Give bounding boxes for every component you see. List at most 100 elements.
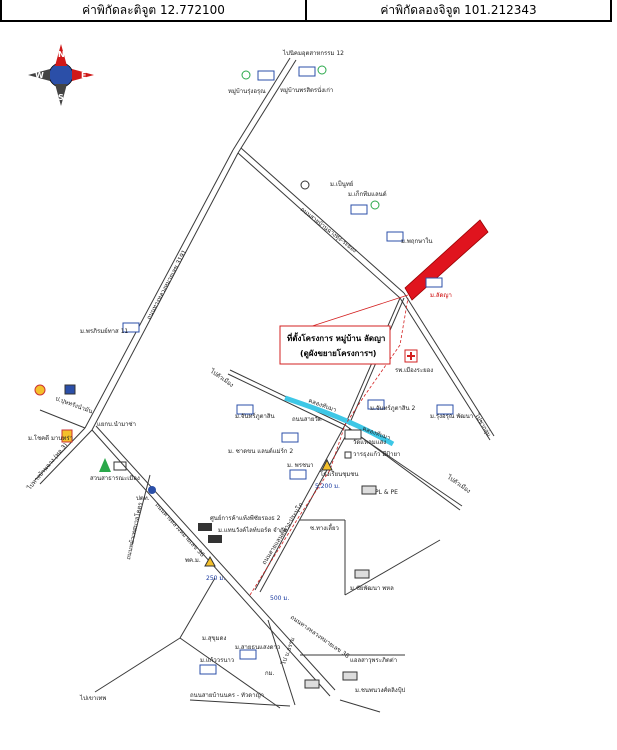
label-wat: วัดแหลมแสง bbox=[353, 439, 386, 446]
kiosk-icon bbox=[344, 429, 362, 440]
label-chinnaket: ม.จันทร์ภูตาสิน bbox=[235, 412, 275, 420]
map-labels: ไปนิคมอุตสาหกรรม 12 หมู่บ้านพรสิตรนั่งเก… bbox=[25, 49, 493, 702]
label-km: กม. bbox=[265, 670, 275, 677]
village-icon bbox=[236, 404, 254, 415]
label-school: โรงเรียนชุมชน bbox=[320, 470, 358, 478]
lower-road bbox=[179, 577, 216, 639]
road-marker-icon bbox=[300, 180, 310, 190]
label-kaew: วารธุงแก้ว มีป้ายา bbox=[353, 450, 400, 458]
canal-road-b bbox=[227, 373, 344, 430]
building-icon bbox=[208, 535, 222, 543]
longitude-cell: ค่าพิกัดลองจิจูต 101.212343 bbox=[305, 0, 610, 20]
village-icon bbox=[281, 432, 299, 443]
compass-rose: N S W E bbox=[28, 44, 94, 106]
label-dist1: 5,200 ม. bbox=[315, 483, 340, 490]
project-callout bbox=[279, 325, 391, 365]
label-village-3: หมู่บ้านพรสิตรนั่งเก่า bbox=[280, 86, 333, 94]
hwy36-b bbox=[95, 425, 336, 691]
label-moo-top2: ม.เก็กทีมแลนด์ bbox=[348, 189, 387, 198]
number-marker-icon bbox=[317, 65, 327, 75]
label-moo-kaew: ม.แก้ววรนาว bbox=[200, 657, 234, 664]
school-icon bbox=[321, 458, 333, 471]
shell-icon bbox=[34, 384, 46, 396]
label-diag-road: ถนนสายบ้านฉางทุ่ง-ระยอง bbox=[299, 206, 358, 254]
west-arrow-icon bbox=[28, 69, 50, 81]
building-icon bbox=[198, 523, 212, 531]
bench-icon bbox=[113, 461, 127, 471]
project-title: ที่ตั้งโครงการ หมู่บ้าน ลัดญา bbox=[287, 332, 385, 344]
gas-station-icon bbox=[64, 384, 76, 395]
project-site-area bbox=[404, 219, 489, 301]
compass-s: S bbox=[58, 93, 64, 102]
label-dist3: 500 ม. bbox=[270, 595, 289, 602]
label-moo-chai: ม.ชัยพัฒนา พหล bbox=[350, 585, 394, 592]
temple-road-b bbox=[259, 427, 351, 593]
label-intersection: แยกบ.นำมาซ่า bbox=[97, 421, 136, 428]
label-right: ไปชากลุ่ม bbox=[473, 411, 493, 438]
main-road-b bbox=[91, 152, 239, 431]
factory-icon bbox=[354, 569, 370, 579]
compass-w: W bbox=[35, 71, 44, 80]
lower-road-2 bbox=[179, 637, 281, 709]
shell-road bbox=[39, 409, 86, 429]
label-shell: ป.ปุษทรังนำมัน bbox=[54, 395, 93, 415]
label-site: ม.ลัดญา bbox=[430, 292, 452, 299]
village-icon bbox=[289, 469, 307, 480]
label-to-ban-chang: ไปทางบ้านฉาง (ทล.3) bbox=[25, 441, 70, 492]
label-dist-left: พค.ม. bbox=[185, 557, 201, 564]
number-marker-icon bbox=[241, 70, 251, 80]
village-icon bbox=[350, 204, 368, 215]
label-apartment1: ศูนย์การค้าแท้งพีซัยรองธ 2 bbox=[210, 514, 281, 522]
label-park: สวนสาธารณะเมือง bbox=[90, 474, 140, 482]
east-road-b bbox=[403, 292, 495, 437]
road-north-b bbox=[237, 59, 297, 154]
temple-road-a bbox=[254, 424, 346, 591]
label-left-road: ถนนหน้าเทศบาลโคตร bbox=[124, 501, 144, 560]
westside-road bbox=[131, 474, 151, 546]
left-road-a bbox=[34, 427, 86, 481]
village-icon bbox=[367, 399, 385, 410]
label-soi: ซ.ทางเลี้ยว bbox=[310, 522, 339, 532]
cross-icon bbox=[407, 352, 415, 360]
compass-n: N bbox=[58, 50, 65, 59]
compass-e: E bbox=[81, 71, 86, 80]
label-bldg-bottom: แอลสาวุพระภิตต่า bbox=[350, 657, 397, 664]
village-icon bbox=[199, 664, 217, 675]
label-chinnaket2: ม.จันทร์ภูตาสิน 2 bbox=[370, 404, 416, 412]
label-village-2: หมู่บ้านรุ่งอรุณ bbox=[228, 88, 266, 95]
label-road-ban: ถนนสายบ้านนคร - ทัวดาญ่า bbox=[190, 692, 264, 699]
bottom-right-road-2 bbox=[339, 699, 381, 713]
diag-road-a bbox=[237, 152, 401, 299]
label-to-bottom-left: ไปเขาเทพ bbox=[79, 694, 106, 702]
label-moo-top1: ม.เป็นูทย์ bbox=[330, 179, 353, 188]
label-main-road: ถนนทางหลวงหมายเลข 3191 bbox=[146, 249, 189, 321]
village-icon bbox=[122, 322, 140, 333]
temple-box-icon bbox=[344, 451, 352, 459]
label-bottom-road-r: ถนนทางหลวงหมายเลข 36 bbox=[289, 614, 351, 660]
label-to-right: ไปตัวเมือง bbox=[445, 473, 472, 495]
coordinate-header: ค่าพิกัดละติจูต 12.772100 ค่าพิกัดลองจิจ… bbox=[0, 0, 612, 22]
label-bldg-bottom2: ม.ชนพนวงศ์ตลิงปุ้ป bbox=[355, 686, 406, 694]
warning-icon bbox=[204, 555, 216, 567]
label-moo-bang: ม.พฤกษาใน bbox=[401, 237, 432, 245]
label-dist2: 250 ม. bbox=[206, 575, 225, 582]
globe-icon bbox=[48, 62, 74, 88]
ptt-icon bbox=[148, 486, 156, 494]
label-temple-road: ถนนสายวัด bbox=[292, 416, 322, 423]
tree-icon bbox=[99, 458, 111, 472]
east-arrow-icon bbox=[72, 69, 94, 81]
factory-icon bbox=[342, 671, 358, 681]
markers bbox=[34, 65, 454, 689]
route-line bbox=[249, 297, 409, 596]
label-to-left: ไปตัวเมือง bbox=[208, 367, 235, 389]
project-subtitle: (ดูผังขยายโครงการฯ) bbox=[300, 348, 376, 359]
label-hospital: รพ.เมืองระยอง bbox=[395, 366, 433, 374]
main-road-a bbox=[84, 149, 234, 429]
label-rung-aroon: ม.รุ่งอรุณ พัฒนา bbox=[430, 413, 473, 420]
left-road-b bbox=[39, 429, 93, 485]
label-apartment2: ม.แทนวังค์ไลท์บอร์ด จำกัด bbox=[218, 526, 288, 534]
diag-road-b bbox=[240, 147, 405, 294]
village-icon bbox=[239, 649, 257, 660]
north-arrow-icon bbox=[55, 44, 67, 66]
